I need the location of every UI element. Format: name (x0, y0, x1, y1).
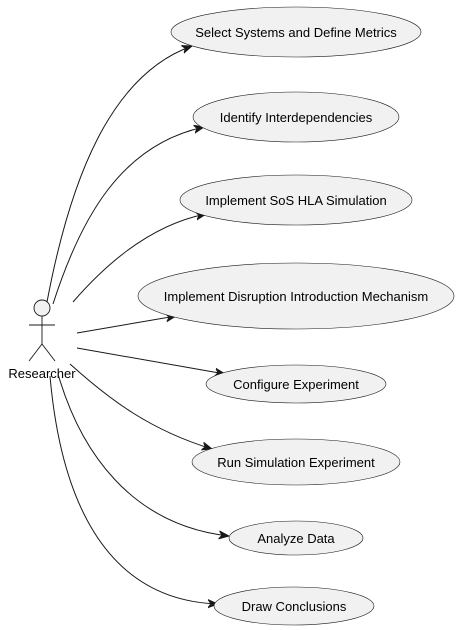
actor-left-leg (28, 343, 43, 362)
use-case-select-systems[interactable]: Select Systems and Define Metrics (170, 6, 422, 58)
use-case-label: Select Systems and Define Metrics (195, 25, 397, 40)
use-case-draw-conclusions[interactable]: Draw Conclusions (213, 586, 375, 626)
use-case-ellipse (137, 262, 455, 330)
use-case-label: Implement SoS HLA Simulation (205, 193, 386, 208)
association-implement-hla (72, 214, 206, 303)
use-case-ellipse (228, 520, 364, 556)
use-case-label: Draw Conclusions (242, 599, 347, 614)
association-disruption-mechanism (76, 316, 176, 334)
use-case-label: Implement Disruption Introduction Mechan… (164, 289, 428, 304)
use-case-configure-experiment[interactable]: Configure Experiment (205, 364, 387, 404)
associations (46, 46, 229, 604)
use-case-disruption-mechanism[interactable]: Implement Disruption Introduction Mechan… (137, 262, 455, 330)
actor-researcher[interactable]: Researcher (8, 299, 76, 381)
use-case-label: Analyze Data (257, 531, 335, 546)
association-analyze-data (57, 373, 229, 536)
use-case-identify-interdependencies[interactable]: Identify Interdependencies (192, 91, 400, 143)
association-configure-experiment (76, 347, 225, 374)
use-case-ellipse (205, 364, 387, 404)
use-case-label: Run Simulation Experiment (217, 455, 375, 470)
use-case-ellipse (170, 6, 422, 58)
association-draw-conclusions (49, 375, 218, 604)
use-case-ellipse (191, 438, 401, 486)
actor-label: Researcher (8, 366, 76, 381)
association-identify-interdependencies (52, 127, 204, 305)
use-case-implement-hla[interactable]: Implement SoS HLA Simulation (179, 174, 413, 226)
use-case-run-simulation[interactable]: Run Simulation Experiment (191, 438, 401, 486)
actor-right-leg (41, 343, 56, 362)
use-case-analyze-data[interactable]: Analyze Data (228, 520, 364, 556)
use-case-label: Identify Interdependencies (220, 110, 373, 125)
use-case-ellipse (213, 586, 375, 626)
use-case-ellipse (179, 174, 413, 226)
use-case-label: Configure Experiment (233, 377, 359, 392)
use-case-ellipse (192, 91, 400, 143)
actor-head (33, 299, 51, 317)
association-run-simulation (69, 363, 212, 449)
association-select-systems (46, 46, 192, 303)
